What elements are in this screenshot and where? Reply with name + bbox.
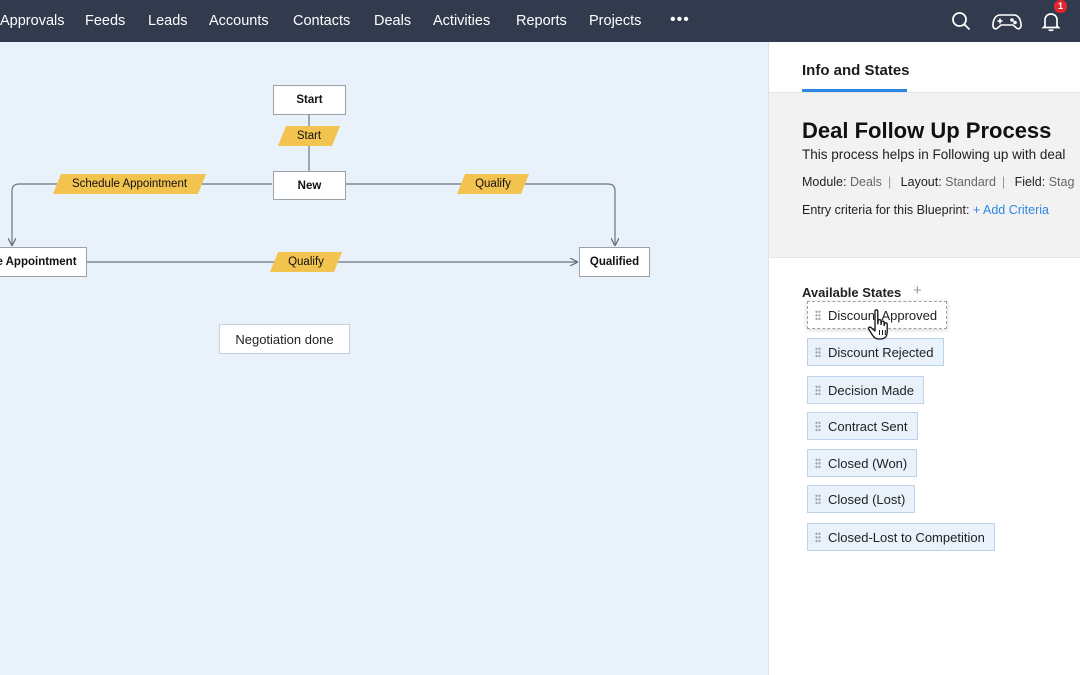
state-chip-label: Closed-Lost to Competition bbox=[828, 530, 985, 545]
transition-label: Qualify bbox=[274, 252, 338, 272]
state-chip-closed-lost[interactable]: Closed (Lost) bbox=[807, 485, 915, 513]
drag-handle-icon[interactable] bbox=[815, 310, 821, 321]
gamepad-icon[interactable] bbox=[991, 9, 1023, 33]
layout-label: Layout: bbox=[901, 175, 942, 189]
state-chip-closed-lost-to-competition[interactable]: Closed-Lost to Competition bbox=[807, 523, 995, 551]
state-node-qualified[interactable]: Qualified bbox=[579, 247, 650, 277]
transition-label: Schedule Appointment bbox=[57, 174, 202, 194]
blueprint-canvas[interactable]: Start New e Appointment Qualified Start … bbox=[0, 42, 768, 675]
transition-label: Qualify bbox=[461, 174, 525, 194]
state-node-negotiation-done[interactable]: Negotiation done bbox=[219, 324, 350, 354]
state-chip-label: Discount Approved bbox=[828, 308, 937, 323]
state-chip-label: Decision Made bbox=[828, 383, 914, 398]
nav-deals[interactable]: Deals bbox=[374, 0, 411, 42]
entry-criteria: Entry criteria for this Blueprint: + Add… bbox=[802, 203, 1049, 217]
state-chip-label: Closed (Lost) bbox=[828, 492, 905, 507]
transition-links bbox=[0, 42, 768, 675]
info-panel: Info and States Deal Follow Up Process T… bbox=[768, 42, 1080, 675]
top-nav: Approvals Feeds Leads Accounts Contacts … bbox=[0, 0, 1080, 42]
module-label: Module: bbox=[802, 175, 846, 189]
state-node-new[interactable]: New bbox=[273, 171, 346, 200]
state-chip-label: Contract Sent bbox=[828, 419, 908, 434]
transition-label: Start bbox=[282, 126, 336, 146]
nav-contacts[interactable]: Contacts bbox=[293, 0, 350, 42]
nav-reports[interactable]: Reports bbox=[516, 0, 567, 42]
available-states-heading: Available States bbox=[802, 285, 901, 300]
drag-handle-icon[interactable] bbox=[815, 385, 821, 396]
process-description: This process helps in Following up with … bbox=[802, 147, 1065, 162]
add-criteria-link[interactable]: + Add Criteria bbox=[973, 203, 1049, 217]
nav-activities[interactable]: Activities bbox=[433, 0, 490, 42]
field-value: Stag bbox=[1049, 175, 1075, 189]
state-node-schedule-appointment[interactable]: e Appointment bbox=[0, 247, 87, 277]
notification-badge: 1 bbox=[1054, 0, 1067, 13]
drag-handle-icon[interactable] bbox=[815, 494, 821, 505]
process-info: Deal Follow Up Process This process help… bbox=[769, 93, 1080, 258]
drag-handle-icon[interactable] bbox=[815, 347, 821, 358]
drag-handle-icon[interactable] bbox=[815, 458, 821, 469]
drag-handle-icon[interactable] bbox=[815, 532, 821, 543]
field-label: Field: bbox=[1015, 175, 1046, 189]
search-icon[interactable] bbox=[949, 9, 973, 33]
state-chip-discount-approved[interactable]: Discount Approved bbox=[807, 301, 947, 329]
module-value: Deals bbox=[850, 175, 882, 189]
state-chip-contract-sent[interactable]: Contract Sent bbox=[807, 412, 918, 440]
state-chip-label: Discount Rejected bbox=[828, 345, 934, 360]
tab-info-and-states[interactable]: Info and States bbox=[802, 62, 910, 79]
state-chip-discount-rejected[interactable]: Discount Rejected bbox=[807, 338, 944, 366]
transition-start[interactable]: Start bbox=[282, 126, 336, 146]
state-chip-label: Closed (Won) bbox=[828, 456, 907, 471]
state-chip-decision-made[interactable]: Decision Made bbox=[807, 376, 924, 404]
nav-leads[interactable]: Leads bbox=[148, 0, 188, 42]
transition-qualify-top[interactable]: Qualify bbox=[461, 174, 525, 194]
entry-criteria-label: Entry criteria for this Blueprint: bbox=[802, 203, 969, 217]
meta-separator: | bbox=[882, 175, 897, 189]
nav-more-button[interactable]: ••• bbox=[670, 0, 690, 42]
nav-approvals[interactable]: Approvals bbox=[0, 0, 64, 42]
drag-handle-icon[interactable] bbox=[815, 421, 821, 432]
state-chip-closed-won[interactable]: Closed (Won) bbox=[807, 449, 917, 477]
nav-accounts[interactable]: Accounts bbox=[209, 0, 269, 42]
process-title: Deal Follow Up Process bbox=[802, 118, 1051, 144]
transition-schedule-appointment[interactable]: Schedule Appointment bbox=[57, 174, 202, 194]
nav-projects[interactable]: Projects bbox=[589, 0, 641, 42]
process-meta: Module: Deals| Layout: Standard| Field: … bbox=[802, 175, 1074, 189]
transition-qualify-bottom[interactable]: Qualify bbox=[274, 252, 338, 272]
state-node-start[interactable]: Start bbox=[273, 85, 346, 115]
add-state-button[interactable]: + bbox=[913, 282, 922, 299]
meta-separator: | bbox=[996, 175, 1011, 189]
nav-feeds[interactable]: Feeds bbox=[85, 0, 125, 42]
layout-value: Standard bbox=[945, 175, 996, 189]
